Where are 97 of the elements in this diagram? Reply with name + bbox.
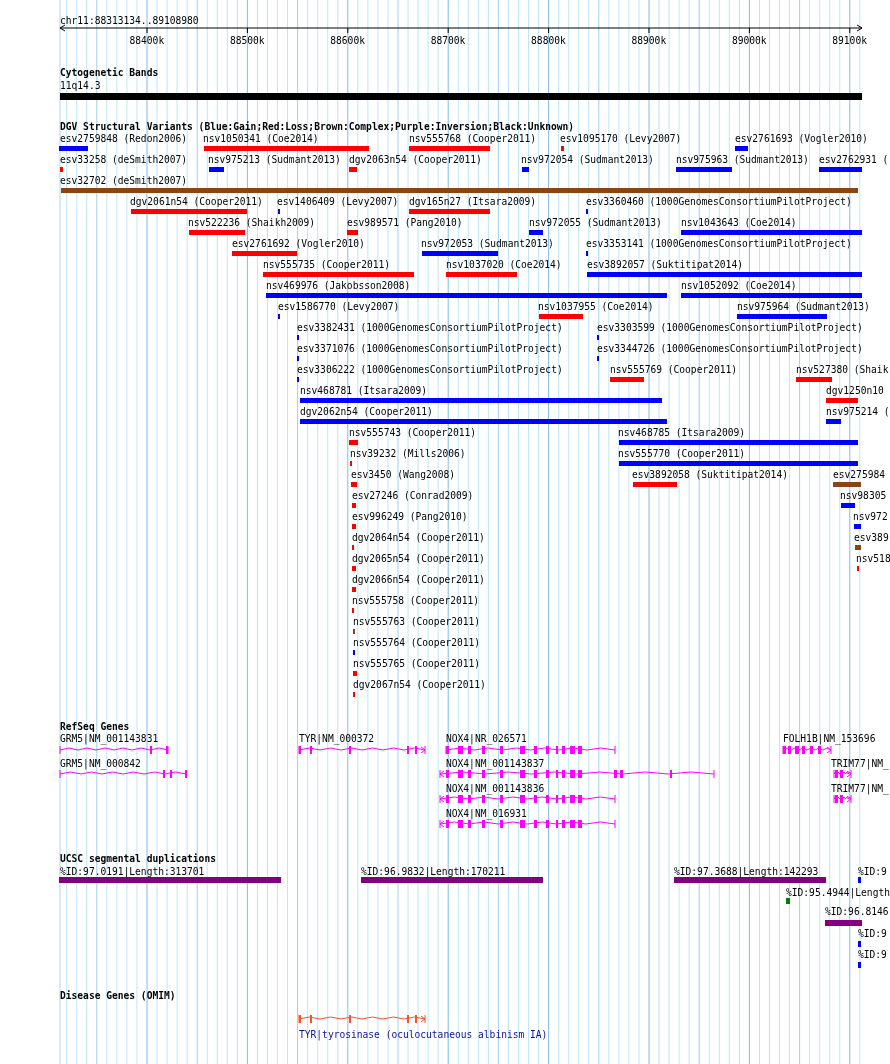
variant-label: esv275984 xyxy=(833,469,885,481)
variant-label: dgv2064n54 (Cooper2011) xyxy=(352,532,485,544)
variant-label: nsv1037955 (Coe2014) xyxy=(538,301,654,313)
variant-label: nsv555743 (Cooper2011) xyxy=(349,427,477,439)
axis-tick-label: 88700k xyxy=(430,35,466,47)
band-label: 11q14.3 xyxy=(60,80,101,92)
variant-label: dgv2065n54 (Cooper2011) xyxy=(352,553,485,565)
variant-label: nsv972054 (Sudmant2013) xyxy=(521,154,654,166)
gene-label: TRIM77|NM_ xyxy=(831,758,889,770)
variant-label: nsv469976 (Jakobsson2008) xyxy=(266,280,411,292)
gene-label: NOX4|NM_016931 xyxy=(446,808,527,820)
variant-label: esv3892058 (Suktitipat2014) xyxy=(632,469,788,481)
variant-label: esv3892057 (Suktitipat2014) xyxy=(587,259,743,271)
variant-label: dgv2063n54 (Cooper2011) xyxy=(349,154,482,166)
variant-label: nsv555765 (Cooper2011) xyxy=(353,658,481,670)
variant-label: esv3353141 (1000GenomesConsortiumPilotProject) xyxy=(586,238,852,250)
variant-label: nsv555768 (Cooper2011) xyxy=(409,133,537,145)
axis-tick-label: 88800k xyxy=(531,35,566,47)
duplication-label: %ID:95.4944|Length xyxy=(786,887,890,899)
variant-label: dgv2062n54 (Cooper2011) xyxy=(300,406,433,418)
gene-label: GRM5|NM_001143831 xyxy=(60,733,159,745)
variant-label: nsv555764 (Cooper2011) xyxy=(353,637,481,649)
gene-label: NOX4|NR_026571 xyxy=(446,733,527,745)
variant-label: nsv39232 (Mills2006) xyxy=(350,448,466,460)
variant-label: nsv555770 (Cooper2011) xyxy=(618,448,746,460)
track-title: Disease Genes (OMIM) xyxy=(60,990,176,1002)
variant-label: dgv2066n54 (Cooper2011) xyxy=(352,574,485,586)
axis-tick-label: 89000k xyxy=(731,35,767,47)
variant-label: esv32702 (deSmith2007) xyxy=(60,175,188,187)
variant-label: nsv1043643 (Coe2014) xyxy=(681,217,797,229)
variant-label: esv2761693 (Vogler2010) xyxy=(735,133,868,145)
gene-label: TRIM77|NM_ xyxy=(831,783,889,795)
variant-label: nsv1050341 (Coe2014) xyxy=(203,133,319,145)
track-title: UCSC segmental duplications xyxy=(60,853,216,865)
variant-label: nsv555735 (Cooper2011) xyxy=(263,259,391,271)
variant-label: nsv972 xyxy=(853,511,888,523)
track-title: RefSeq Genes xyxy=(60,721,130,733)
duplication-label: %ID:97.3688|Length:142293 xyxy=(674,866,819,878)
track-title: Cytogenetic Bands xyxy=(60,67,159,79)
gene-label: TYR|NM_000372 xyxy=(299,733,375,745)
variant-label: dgv2061n54 (Cooper2011) xyxy=(130,196,263,208)
variant-label: nsv555763 (Cooper2011) xyxy=(353,616,481,628)
variant-label: esv33258 (deSmith2007) xyxy=(60,154,188,166)
variant-label: esv1095170 (Levy2007) xyxy=(560,133,682,145)
variant-label: esv3360460 (1000GenomesConsortiumPilotProject) xyxy=(586,196,852,208)
track-title: DGV Structural Variants (Blue:Gain;Red:Loss;Brown:Complex;Purple:Inversion;Black:Unknown) xyxy=(60,121,575,133)
variant-label: esv3306222 (1000GenomesConsortiumPilotProject) xyxy=(297,364,563,376)
variant-label: nsv972055 (Sudmant2013) xyxy=(529,217,662,229)
duplication-label: %ID:96.9832|Length:170211 xyxy=(361,866,506,878)
duplication-label: %ID:9 xyxy=(858,949,887,961)
duplication-label: %ID:96.8146 xyxy=(825,906,889,918)
duplication-label: %ID:97.0191|Length:313701 xyxy=(60,866,205,878)
duplication-label: %ID:9 xyxy=(858,928,887,940)
variant-label: nsv975963 (Sudmant2013) xyxy=(676,154,809,166)
duplication-label: %ID:9 xyxy=(858,866,887,878)
gene-label: NOX4|NM_001143837 xyxy=(446,758,545,770)
variant-label: nsv1052092 (Coe2014) xyxy=(681,280,797,292)
variant-label: nsv527380 (Shaik xyxy=(796,364,889,376)
axis-tick-label: 88500k xyxy=(229,35,265,47)
variant-label: esv2761692 (Vogler2010) xyxy=(232,238,365,250)
variant-label: esv1406409 (Levy2007) xyxy=(277,196,399,208)
variant-label: nsv1037020 (Coe2014) xyxy=(446,259,562,271)
variant-label: nsv975213 (Sudmant2013) xyxy=(208,154,341,166)
variant-label: esv3450 (Wang2008) xyxy=(351,469,455,481)
variant-label: nsv522236 (Shaikh2009) xyxy=(188,217,316,229)
variant-label: esv27246 (Conrad2009) xyxy=(352,490,474,502)
variant-label: esv2759848 (Redon2006) xyxy=(60,133,188,145)
variant-label: nsv975214 ( xyxy=(826,406,890,418)
variant-label: nsv555769 (Cooper2011) xyxy=(610,364,738,376)
axis-tick-label: 88900k xyxy=(631,35,667,47)
position-label: chr11:88313134..89108980 xyxy=(60,15,199,27)
axis-tick-label: 88600k xyxy=(330,35,365,47)
variant-label: nsv555758 (Cooper2011) xyxy=(352,595,480,607)
axis-tick-label: 88400k xyxy=(129,35,165,47)
variant-label: dgv2067n54 (Cooper2011) xyxy=(353,679,486,691)
variant-label: esv996249 (Pang2010) xyxy=(352,511,468,523)
gene-label: FOLH1B|NM_153696 xyxy=(783,733,876,745)
variant-label: nsv518 xyxy=(856,553,890,565)
variant-label: esv3303599 (1000GenomesConsortiumPilotProject) xyxy=(597,322,863,334)
variant-label: nsv468781 (Itsara2009) xyxy=(300,385,428,397)
variant-label: esv3371076 (1000GenomesConsortiumPilotProject) xyxy=(297,343,563,355)
variant-label: nsv468785 (Itsara2009) xyxy=(618,427,746,439)
variant-label: esv1586770 (Levy2007) xyxy=(278,301,400,313)
variant-label: dgv165n27 (Itsara2009) xyxy=(409,196,537,208)
gene-label: GRM5|NM_000842 xyxy=(60,758,141,770)
axis-tick-label: 89100k xyxy=(832,35,867,47)
variant-label: esv3344726 (1000GenomesConsortiumPilotProject) xyxy=(597,343,863,355)
variant-label: nsv975964 (Sudmant2013) xyxy=(737,301,870,313)
variant-label: nsv972053 (Sudmant2013) xyxy=(421,238,554,250)
variant-label: dgv1250n10 xyxy=(826,385,884,397)
disease-gene-label: TYR|tyrosinase (oculocutaneous albinism IA) xyxy=(299,1029,548,1041)
gene-label: NOX4|NM_001143836 xyxy=(446,783,545,795)
variant-label: esv989571 (Pang2010) xyxy=(347,217,463,229)
variant-label: esv3382431 (1000GenomesConsortiumPilotProject) xyxy=(297,322,563,334)
variant-label: nsv98305 xyxy=(840,490,887,502)
variant-label: esv2762931 ( xyxy=(819,154,889,166)
variant-label: esv389 xyxy=(854,532,889,544)
